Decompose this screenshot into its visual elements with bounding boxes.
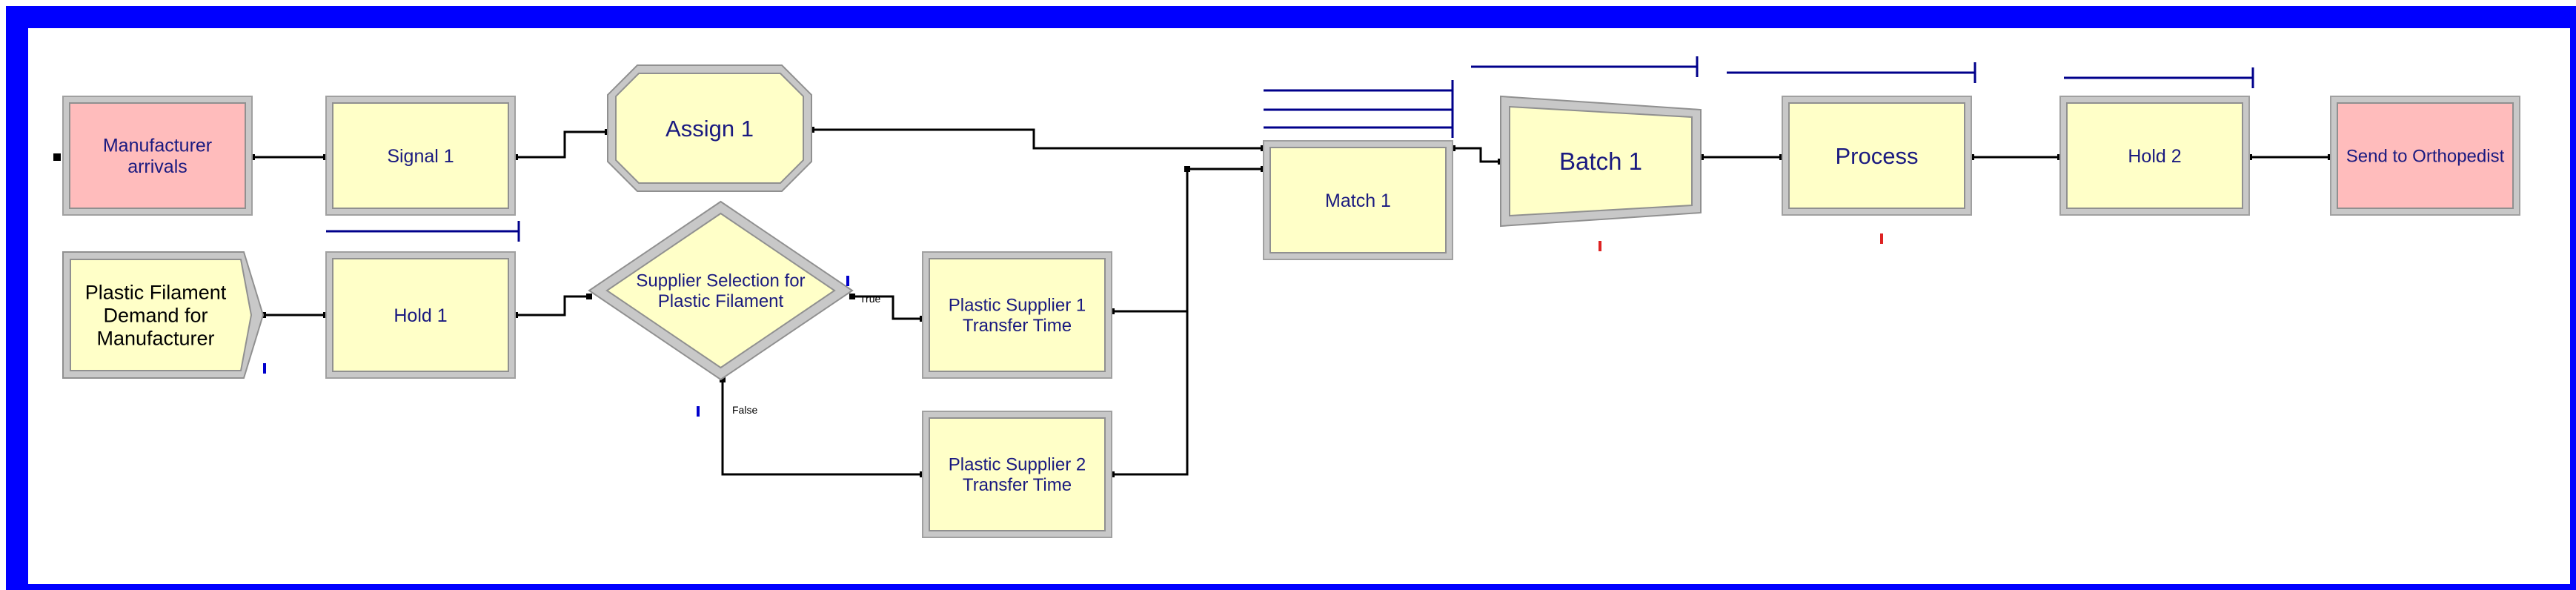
exit-point[interactable] [720,377,726,382]
assign-1-module[interactable]: Assign 1 [607,64,812,192]
label-line: Batch 1 [1559,148,1642,175]
send-to-orthopedist-module[interactable]: Send to Orthopedist [2330,96,2520,216]
label-line: arrivals [127,156,187,177]
label-line: Transfer Time [963,475,1072,495]
match-1-label: Match 1 [1325,190,1391,211]
queue-layer [326,56,2254,242]
label-line: Hold 2 [2128,146,2181,167]
hold-2-module[interactable]: Hold 2 [2059,96,2250,216]
label-line: Assign 1 [665,116,754,142]
connector-5[interactable] [515,295,589,316]
label-line: Send to Orthopedist [2346,146,2505,166]
entry-point[interactable] [586,294,592,299]
label-line: Manufacturer [103,135,212,156]
connector-6[interactable] [852,295,923,320]
label-line: Plastic Supplier 2 [949,455,1086,475]
label-line: Plastic Filament [658,291,784,311]
counter-marker[interactable] [1880,233,1883,244]
exit-point[interactable] [849,294,855,299]
hold-1-module[interactable]: Hold 1 [325,251,516,379]
entry-point[interactable] [53,153,61,161]
process-label: Process [1836,143,1919,169]
connector-2[interactable] [515,130,608,159]
counter-marker[interactable] [697,406,700,417]
counter-marker[interactable] [263,363,266,374]
label-line: Manufacturer [96,328,214,350]
label-line: Transfer Time [963,316,1072,336]
connector-3[interactable] [811,128,1264,150]
true-branch-label: True [860,293,880,305]
label-line: Plastic Supplier 1 [949,296,1086,316]
label-line: Demand for [103,304,208,326]
hold-1-label: Hold 1 [394,305,447,326]
batch-1-label: Batch 1 [1559,148,1642,175]
label-line: Plastic Filament [85,281,227,303]
counter-marker[interactable] [1599,241,1601,251]
counter-marker[interactable] [846,276,849,286]
connector-9[interactable] [1112,169,1189,476]
process-module[interactable]: Process [1782,96,1972,216]
entry-point[interactable] [1184,166,1190,172]
assign-1-label: Assign 1 [665,116,754,142]
label-line: Supplier Selection for [636,271,805,291]
send-to-orthopedist-label: Send to Orthopedist [2346,146,2505,166]
connector-7[interactable] [721,379,923,476]
false-branch-label: False [732,404,757,416]
animation-markers [263,233,1883,417]
match-1-module[interactable]: Match 1 [1263,140,1453,260]
hold-2-label: Hold 2 [2128,146,2181,167]
connector-10[interactable] [1453,147,1501,163]
label-line: Signal 1 [387,146,454,167]
batch-1-module[interactable]: Batch 1 [1500,95,1702,228]
signal-1-label: Signal 1 [387,146,454,167]
label-line: Match 1 [1325,190,1391,211]
label-line: Hold 1 [394,305,447,326]
label-line: Process [1836,143,1919,169]
signal-1-module[interactable]: Signal 1 [325,96,516,216]
